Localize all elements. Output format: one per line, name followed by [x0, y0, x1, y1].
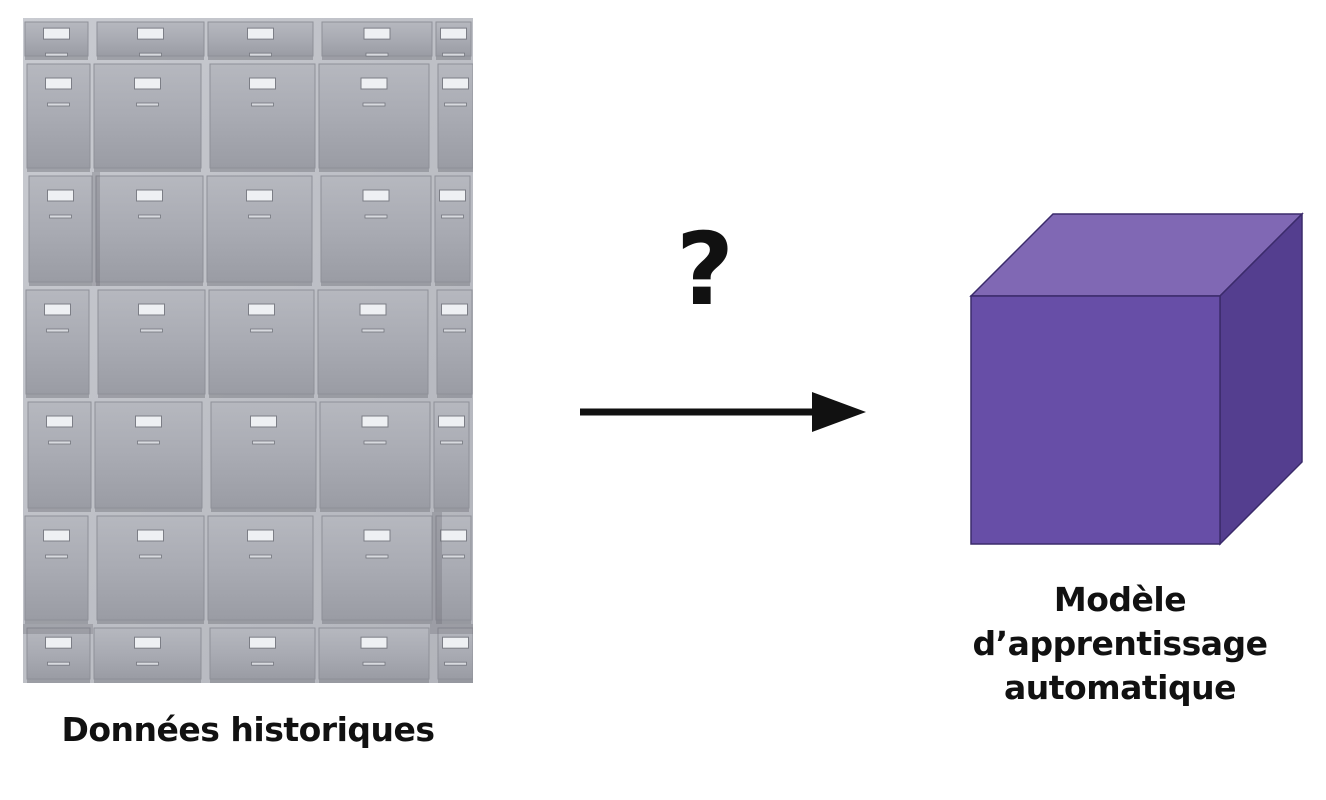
cabinet-drawer: [93, 63, 202, 172]
cabinet-drawer: [319, 401, 431, 512]
cabinet-drawer: [434, 175, 471, 286]
drawer-shadow: [23, 624, 93, 634]
cabinet-drawer: [94, 401, 203, 512]
cabinet-drawer: [436, 289, 473, 398]
cabinet-drawer: [207, 515, 314, 624]
cabinet-drawer: [24, 21, 89, 60]
cabinet-drawer: [318, 627, 430, 683]
cabinet-drawer: [207, 21, 314, 60]
cabinet-drawer: [26, 63, 91, 172]
ml-model-label-line1: Modèle d’apprentissage: [972, 580, 1268, 663]
cabinet-drawer: [437, 627, 473, 683]
cabinet-drawer: [97, 289, 206, 398]
cabinet-drawer: [318, 63, 430, 172]
cabinet-drawer: [26, 627, 91, 683]
cabinet-drawer: [321, 515, 433, 624]
cabinet-drawer: [27, 401, 92, 512]
cabinet-drawer: [435, 21, 472, 60]
cabinet-drawer: [209, 63, 316, 172]
cabinet-drawer: [210, 401, 317, 512]
cabinet-drawer: [320, 175, 432, 286]
cabinet-drawer: [433, 401, 470, 512]
cabinet-drawer: [321, 21, 433, 60]
historical-data-label: Données historiques: [61, 710, 435, 749]
cabinet-drawer: [317, 289, 429, 398]
cabinet-drawer: [208, 289, 315, 398]
cabinet-drawer: [206, 175, 313, 286]
drawer-shadow: [432, 512, 442, 624]
cabinet-drawer: [95, 175, 204, 286]
cabinet-drawer: [437, 63, 473, 172]
question-mark-annotation: ?: [675, 211, 734, 328]
cube-front-face: [970, 295, 1221, 545]
cabinet-drawer: [28, 175, 93, 286]
cabinet-drawer: [93, 627, 202, 683]
ml-model-label: Modèle d’apprentissage automatique: [910, 578, 1326, 710]
drawer-shadow: [430, 624, 473, 634]
cabinet-drawer: [435, 515, 472, 624]
drawer-grid: [23, 18, 473, 683]
cabinet-drawer: [96, 21, 205, 60]
cabinet-drawer: [96, 515, 205, 624]
cabinet-drawer: [209, 627, 316, 683]
drawer-shadow: [92, 172, 100, 286]
cabinet-drawer: [25, 289, 90, 398]
cabinet-drawer: [24, 515, 89, 624]
ml-model-label-line2: automatique: [1004, 668, 1236, 707]
